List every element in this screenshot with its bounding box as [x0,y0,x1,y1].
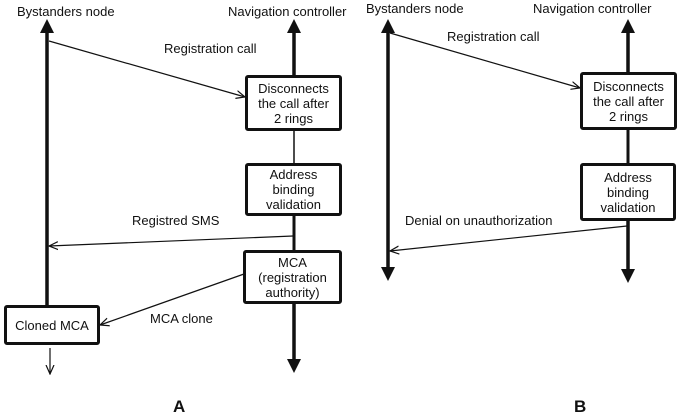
b-address-binding-box: Address binding validation [580,163,676,221]
b-navigation-controller-label: Navigation controller [533,1,652,16]
b-denial-arrow [390,225,628,251]
a-address-binding-text: Address binding validation [266,167,321,212]
a-disconnect-text: Disconnects the call after 2 rings [258,80,329,126]
a-mca-box: MCA (registration authority) [243,250,342,304]
panel-b-label: B [574,397,587,416]
a-registered-sms-arrow [49,235,294,246]
a-disconnect-box: Disconnects the call after 2 rings [245,75,342,131]
a-mca-clone-arrow [100,273,245,325]
a-registered-sms-label: Registred SMS [132,213,220,228]
b-disconnect-text: Disconnects the call after 2 rings [593,78,664,124]
a-address-binding-box: Address binding validation [245,163,342,216]
b-bystanders-node-label: Bystanders node [366,1,464,16]
a-mca-clone-label: MCA clone [150,311,213,326]
b-disconnect-box: Disconnects the call after 2 rings [580,72,677,130]
a-bystanders-node-label: Bystanders node [17,4,115,19]
a-mca-text: MCA (registration authority) [258,254,327,300]
a-registration-call-label: Registration call [164,41,257,56]
b-registration-call-arrow [389,32,580,88]
a-cloned-mca-box: Cloned MCA [4,305,100,345]
a-cloned-mca-text: Cloned MCA [15,317,89,333]
b-denial-label: Denial on unauthorization [405,213,553,228]
panel-a-label: A [173,397,186,416]
b-address-binding-text: Address binding validation [600,169,656,215]
a-registration-call-arrow [48,40,245,97]
a-navigation-controller-label: Navigation controller [228,4,347,19]
b-registration-call-label: Registration call [447,29,540,44]
